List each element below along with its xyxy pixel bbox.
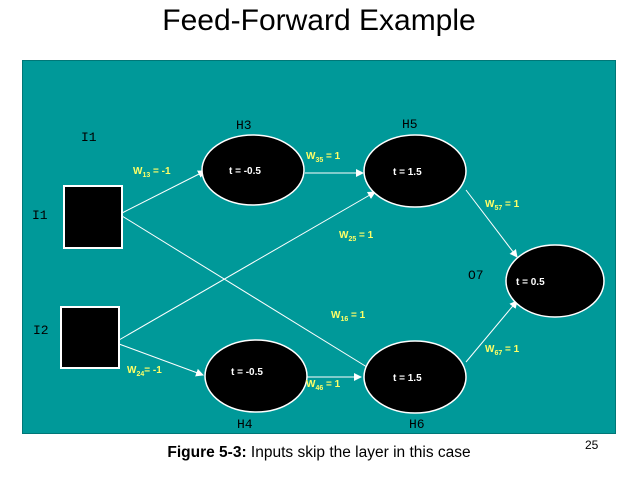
weight-w67: W67 = 1 xyxy=(485,344,520,357)
weight-w13: W13 = -1 xyxy=(133,166,171,179)
weight-w16: W16 = 1 xyxy=(331,310,366,323)
h5-label: H5 xyxy=(402,117,418,132)
h4-label: H4 xyxy=(237,417,253,432)
o7-threshold: t = 0.5 xyxy=(516,277,545,288)
input-node-i2 xyxy=(60,306,120,369)
i1-top-label: I1 xyxy=(81,130,97,145)
weight-w24: W24= -1 xyxy=(127,365,162,378)
h5-threshold: t = 1.5 xyxy=(393,167,422,178)
edge-h5-o7 xyxy=(465,189,518,258)
h4-threshold: t = -0.5 xyxy=(231,367,263,378)
h3-label: H3 xyxy=(236,118,252,133)
page-number: 25 xyxy=(585,438,599,452)
edge-h6-o7 xyxy=(465,300,518,363)
node-h3 xyxy=(201,134,305,206)
i1-side-label: I1 xyxy=(32,208,48,223)
weight-w35: W35 = 1 xyxy=(306,151,341,164)
node-o7 xyxy=(505,244,605,318)
i2-label: I2 xyxy=(33,323,49,338)
node-h4 xyxy=(204,339,308,413)
weight-w46: W46 = 1 xyxy=(306,379,341,392)
h6-threshold: t = 1.5 xyxy=(393,373,422,384)
weight-w25: W25 = 1 xyxy=(339,230,374,243)
h3-threshold: t = -0.5 xyxy=(229,166,261,177)
h6-label: H6 xyxy=(409,417,425,432)
caption-figure-number: Figure 5-3: xyxy=(167,444,247,461)
caption-text: Inputs skip the layer in this case xyxy=(246,444,471,461)
node-h6 xyxy=(363,340,467,414)
o7-label: O7 xyxy=(468,268,484,283)
edge-i1-h3 xyxy=(121,170,206,214)
node-h5 xyxy=(363,134,467,208)
edge-i2-h5 xyxy=(118,191,376,341)
slide-title: Feed-Forward Example xyxy=(162,4,476,37)
edge-i1-h6 xyxy=(121,215,376,373)
figure-caption: Figure 5-3: Inputs skip the layer in thi… xyxy=(0,444,638,462)
edge-i2-h4 xyxy=(118,343,204,377)
weight-w57: W57 = 1 xyxy=(485,199,520,212)
input-node-i1 xyxy=(63,185,123,249)
